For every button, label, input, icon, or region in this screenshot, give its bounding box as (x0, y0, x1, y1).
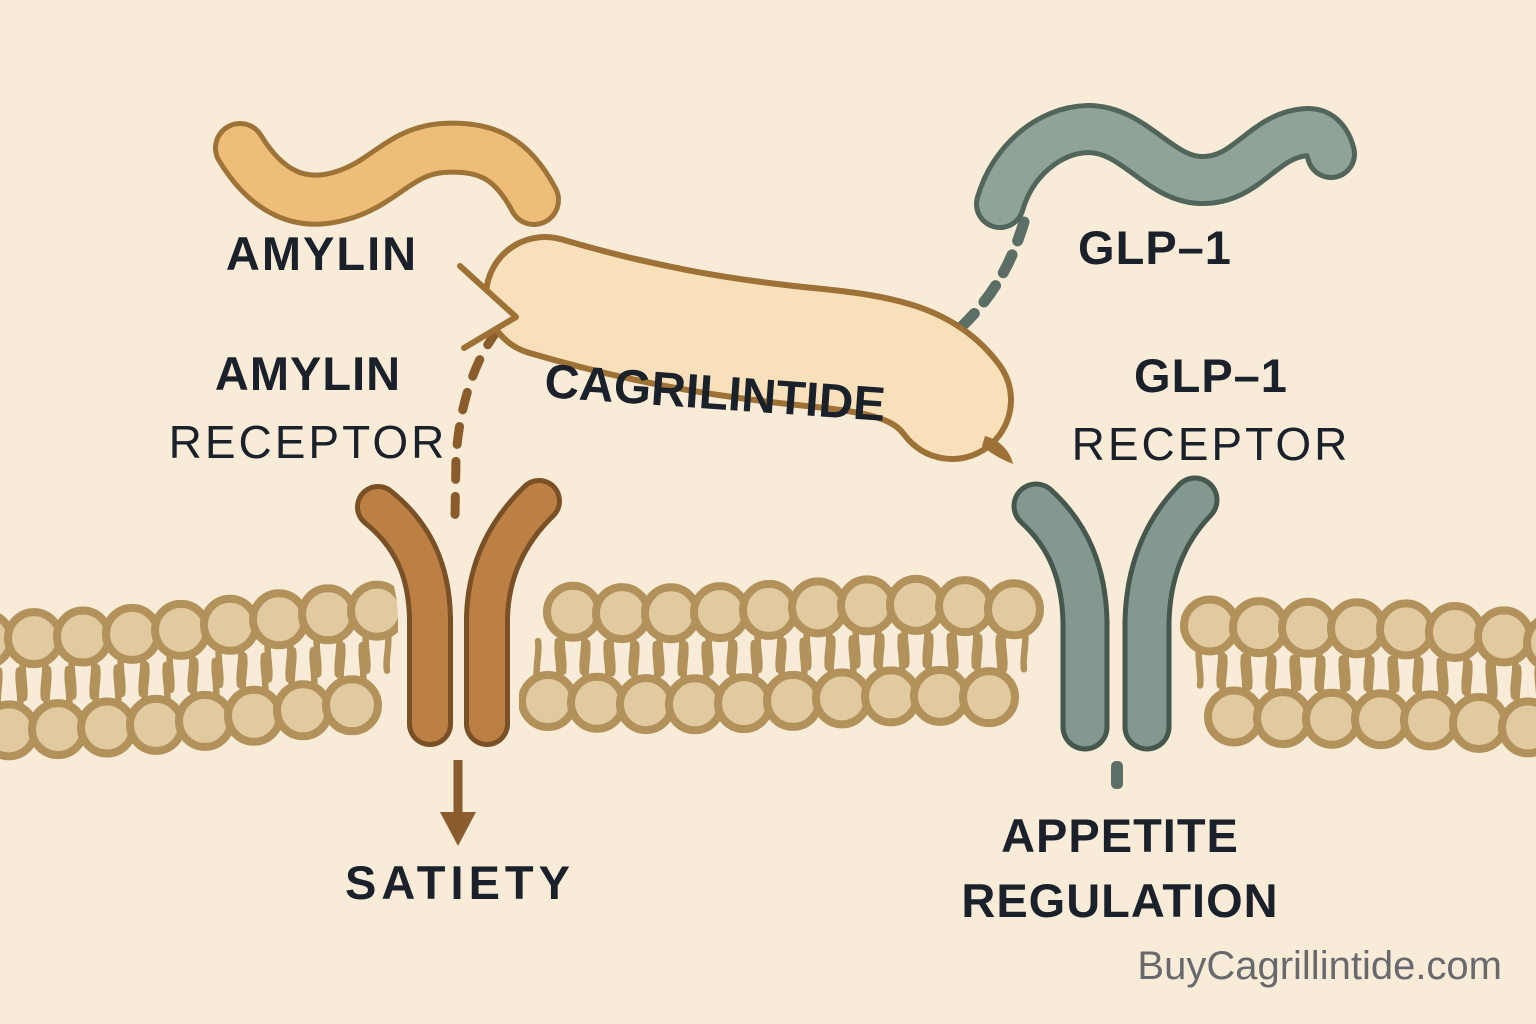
amylin-receptor-shape (346, 469, 571, 756)
satiety-label: SATIETY (345, 856, 575, 909)
appetite-label-line1: APPETITE (1001, 809, 1239, 862)
amylin-receptor-label: AMYLIN RECEPTOR (133, 340, 483, 476)
appetite-label-line2: REGULATION (961, 874, 1279, 927)
glp1-binding-dashed-line (951, 216, 1030, 337)
amylin-peptide (213, 120, 561, 227)
glp1-receptor-label-line2: RECEPTOR (1071, 418, 1351, 470)
amylin-label: AMYLIN (225, 227, 419, 280)
amylin-receptor-label-line1: AMYLIN (214, 347, 402, 400)
amylin-receptor-label-line2: RECEPTOR (168, 416, 448, 468)
glp1-receptor-shape (1003, 467, 1228, 760)
appetite-regulation-label: APPETITE REGULATION (920, 803, 1320, 933)
glp1-peptide (974, 102, 1357, 230)
amylin-binding-dashed-line (450, 325, 503, 521)
glp1-receptor-label-line1: GLP–1 (1134, 349, 1288, 402)
glp1-label: GLP–1 (1078, 221, 1232, 274)
satiety-arrow (440, 760, 476, 846)
banner-right-flick (982, 436, 1013, 464)
banner-left-fork-notch (460, 266, 516, 348)
watermark-text: BuyCagrillintide.com (1137, 944, 1502, 988)
glp1-receptor-label: GLP–1 RECEPTOR (1036, 342, 1386, 478)
cagrilintide-banner (457, 234, 1014, 464)
cell-membrane-bilayer (0, 574, 1536, 761)
appetite-signal-dash (1111, 761, 1123, 789)
